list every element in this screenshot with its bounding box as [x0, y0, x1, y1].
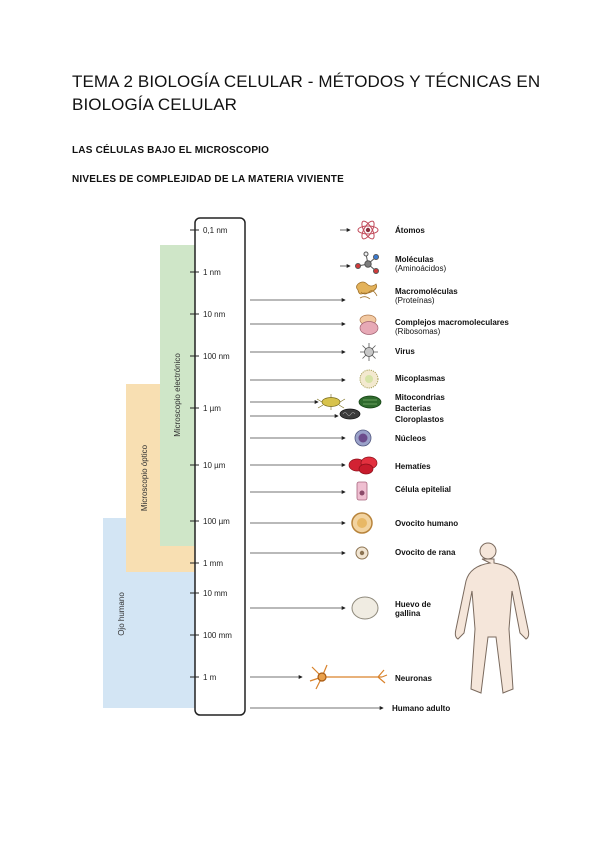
item-label: Huevo de — [395, 600, 432, 609]
electron-band-label: Microscopio electrónico — [173, 353, 182, 437]
item-label: Núcleos — [395, 434, 427, 443]
scale-tick-label: 100 µm — [203, 517, 230, 526]
chloroplast-icon — [359, 396, 381, 408]
item-label: Hematíes — [395, 462, 431, 471]
item-label: Moléculas — [395, 255, 434, 264]
item-label: Micoplasmas — [395, 374, 446, 383]
item-label: Cloroplastos — [395, 415, 444, 424]
nucleus-icon — [355, 430, 371, 446]
item-label: Ovocito de rana — [395, 548, 456, 557]
item-sublabel: (Aminoácidos) — [395, 264, 446, 273]
eye-band-label: Ojo humano — [117, 592, 126, 636]
item-label: Mitocondrias — [395, 393, 445, 402]
virus-icon — [360, 343, 378, 361]
item-label: Complejos macromoleculares — [395, 318, 509, 327]
scale-tick-label: 10 mm — [203, 589, 228, 598]
egg-icon — [352, 597, 378, 619]
scale-tick-label: 100 nm — [203, 352, 230, 361]
item-label: Virus — [395, 347, 415, 356]
mycoplasma-icon — [360, 370, 378, 388]
optical-band-label: Microscopio óptico — [140, 444, 149, 511]
scale-tick-label: 10 nm — [203, 310, 226, 319]
human-oocyte-icon — [352, 513, 372, 533]
scale-tick-label: 10 µm — [203, 461, 226, 470]
ribosome-icon — [360, 315, 378, 335]
scale-tick-label: 0,1 nm — [203, 226, 228, 235]
mitochondria-icon — [340, 409, 360, 419]
scale-tick-label: 1 m — [203, 673, 217, 682]
molecule-icon — [356, 252, 379, 274]
scale-tick-label: 100 mm — [203, 631, 232, 640]
item-label: Macromoléculas — [395, 287, 458, 296]
atom-icon — [358, 219, 378, 240]
red-blood-cell-icon — [349, 457, 377, 474]
item-label: Átomos — [395, 226, 425, 235]
item-label: Bacterias — [395, 404, 432, 413]
item-label: Humano adulto — [392, 704, 450, 713]
protein-icon — [357, 282, 378, 299]
item-label: Célula epitelial — [395, 485, 451, 494]
item-label: Ovocito humano — [395, 519, 458, 528]
item-sublabel: gallina — [395, 609, 421, 618]
bacteria-icon — [317, 394, 345, 410]
neuron-icon — [310, 665, 387, 689]
scale-tick-label: 1 µm — [203, 404, 221, 413]
item-sublabel: (Ribosomas) — [395, 327, 441, 336]
human-figure-icon — [455, 543, 528, 693]
item-sublabel: (Proteínas) — [395, 296, 435, 305]
frog-oocyte-icon — [356, 547, 368, 559]
scale-tick-label: 1 mm — [203, 559, 223, 568]
scale-tick-label: 1 nm — [203, 268, 221, 277]
epithelial-cell-icon — [357, 482, 367, 500]
item-label: Neuronas — [395, 674, 432, 683]
